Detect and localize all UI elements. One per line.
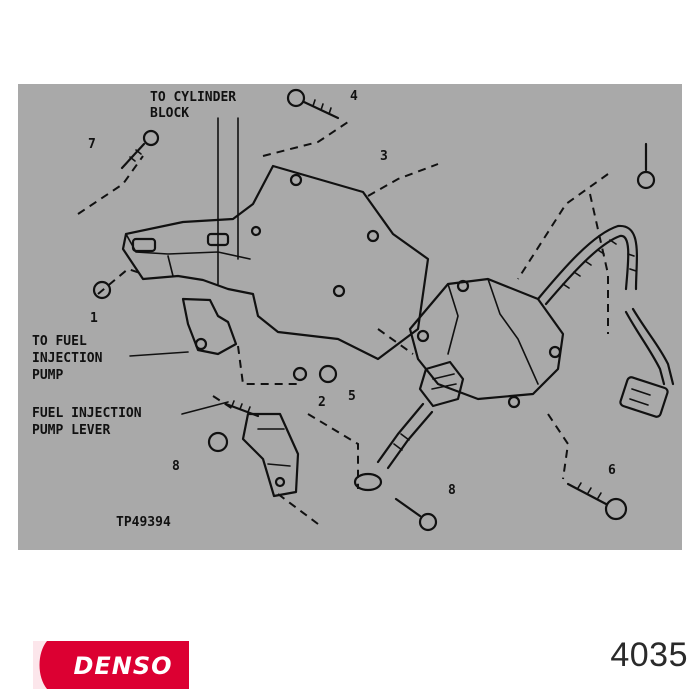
fuel-shutoff-solenoid [408,277,565,409]
fuel-injection-pump-lever [241,412,300,498]
denso-logo: DENSO [33,641,189,689]
diagram-background [18,84,682,550]
callout-1: 1 [90,311,98,326]
denso-logo-swoosh [33,641,47,689]
callout-4: 4 [350,89,358,104]
callout-7: 7 [88,137,96,152]
label-to-cylinder-block-line1: TO CYLINDER [150,90,236,105]
callout-8-left: 8 [172,459,180,474]
part-number: 4035 [610,636,688,674]
assembly-leader-lines [77,121,609,525]
label-to-fuel-injection-pump-line3: PUMP [32,368,63,383]
linkage-rod [353,402,434,492]
denso-logo-background [33,641,189,689]
exploded-parts-diagram: TO CYLINDER BLOCK TO FUEL INJECTION PUMP… [18,84,682,550]
label-leaders [129,117,239,415]
label-pump-lever-line2: PUMP LEVER [32,423,110,438]
label-to-cylinder-block-line2: BLOCK [150,106,189,121]
figure-code: TP49394 [116,515,171,530]
wiring-harness [536,224,675,418]
callout-6: 6 [608,463,616,478]
callout-8-right: 8 [448,483,456,498]
callout-2: 2 [318,395,326,410]
callout-3: 3 [380,149,388,164]
label-to-fuel-injection-pump-line1: TO FUEL [32,334,87,349]
fasteners [92,88,656,532]
denso-logo-text: DENSO [73,652,172,680]
callout-5: 5 [348,389,356,404]
label-pump-lever-line1: FUEL INJECTION [32,406,142,421]
label-to-fuel-injection-pump-line2: INJECTION [32,351,103,366]
